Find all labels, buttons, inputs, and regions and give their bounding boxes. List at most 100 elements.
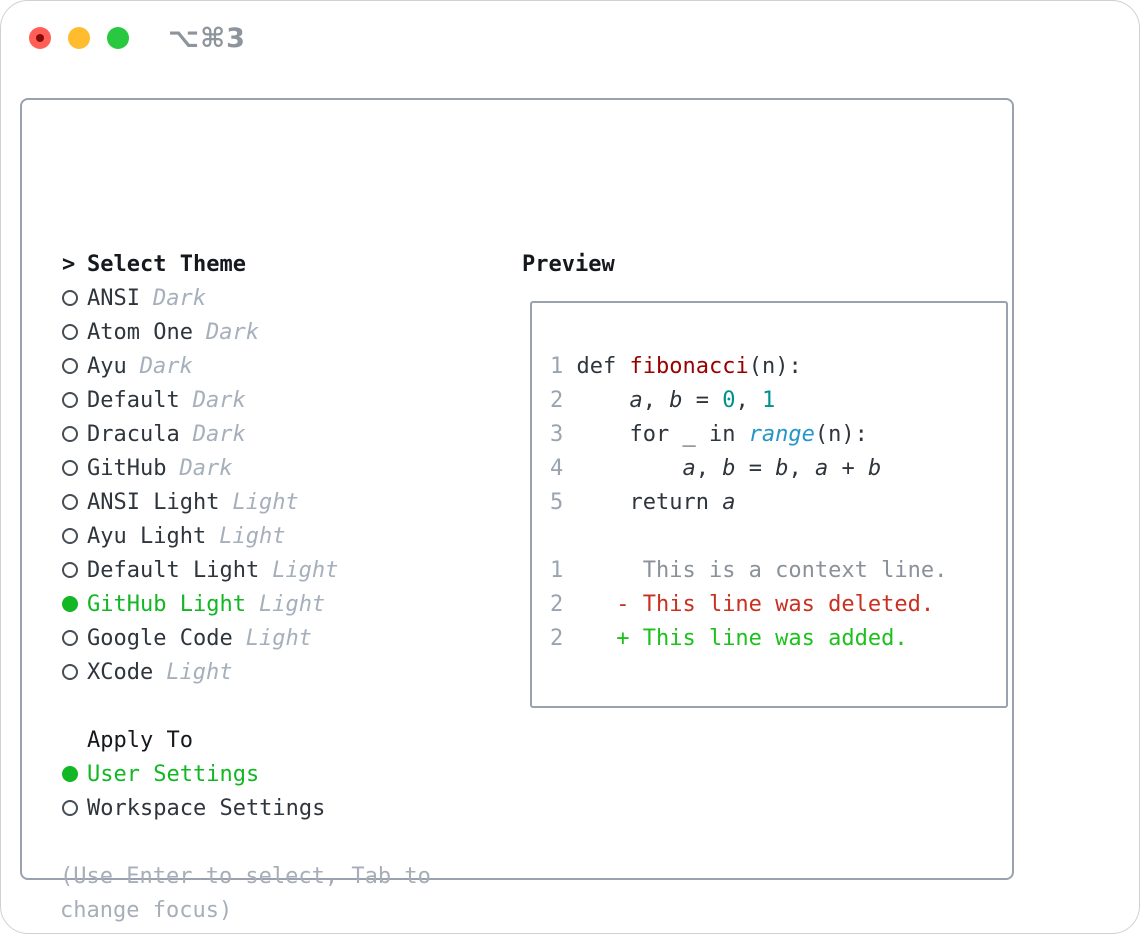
select-theme-header: >Select Theme bbox=[62, 248, 338, 282]
theme-option[interactable]: Google Code Light bbox=[62, 622, 338, 656]
code-segment: 2 bbox=[550, 592, 564, 617]
theme-variant: Light bbox=[258, 592, 326, 617]
code-segment: = bbox=[682, 388, 723, 413]
code-segment: 1 bbox=[761, 388, 776, 413]
code-segment: fibonacci bbox=[629, 354, 749, 379]
close-button[interactable] bbox=[29, 27, 51, 49]
radio-icon bbox=[62, 290, 78, 306]
radio-column bbox=[62, 554, 87, 588]
code-segment: 3 bbox=[550, 422, 564, 447]
code-segment: = bbox=[735, 456, 776, 481]
apply-to-heading: Apply To bbox=[87, 728, 193, 753]
code-segment: b bbox=[775, 456, 789, 481]
code-segment: (n): bbox=[748, 354, 802, 379]
radio-icon bbox=[62, 426, 78, 442]
hint-line: (Use Enter to select, Tab to bbox=[60, 864, 431, 889]
radio-column bbox=[62, 350, 87, 384]
radio-icon bbox=[62, 562, 78, 578]
code-segment: 0 bbox=[722, 388, 736, 413]
theme-option[interactable]: GitHub Dark bbox=[62, 452, 338, 486]
hint-text: (Use Enter to select, Tab to change focu… bbox=[60, 860, 431, 928]
code-segment: a bbox=[629, 388, 643, 413]
code-line: 2 - This line was deleted. bbox=[550, 588, 947, 622]
radio-icon bbox=[62, 494, 78, 510]
apply-option[interactable]: Workspace Settings bbox=[62, 792, 325, 826]
theme-variant: Light bbox=[219, 524, 286, 549]
theme-variant: Light bbox=[166, 660, 233, 685]
apply-option[interactable]: User Settings bbox=[62, 758, 325, 792]
radio-column bbox=[62, 418, 87, 452]
code-segment: def bbox=[563, 354, 630, 379]
code-segment: 2 bbox=[550, 626, 564, 651]
theme-name: XCode bbox=[87, 660, 154, 685]
theme-name: Default Light bbox=[87, 558, 260, 583]
radio-column bbox=[62, 792, 87, 826]
code-segment: (n): bbox=[814, 422, 868, 447]
code-segment: b bbox=[669, 388, 683, 413]
code-segment: b bbox=[867, 456, 882, 481]
theme-name: Google Code bbox=[87, 626, 233, 651]
theme-option[interactable]: Ayu Light Light bbox=[62, 520, 338, 554]
code-segment: return bbox=[563, 490, 723, 515]
code-line bbox=[550, 520, 947, 554]
code-segment: 5 bbox=[550, 490, 564, 515]
theme-name: Ayu Light bbox=[87, 524, 207, 549]
apply-option-label: User Settings bbox=[87, 762, 260, 787]
radio-icon bbox=[62, 800, 78, 816]
radio-column bbox=[62, 282, 87, 316]
radio-icon bbox=[62, 630, 78, 646]
theme-variant: Light bbox=[272, 558, 339, 583]
code-segment: This is a context line. bbox=[563, 558, 948, 583]
radio-column bbox=[62, 316, 87, 350]
radio-icon bbox=[62, 460, 78, 476]
radio-selected-icon bbox=[62, 766, 78, 782]
theme-variant: Light bbox=[245, 626, 312, 651]
minimize-button[interactable] bbox=[68, 27, 90, 49]
radio-column bbox=[62, 622, 87, 656]
radio-column bbox=[62, 656, 87, 690]
theme-name: Default bbox=[87, 388, 180, 413]
radio-column bbox=[62, 452, 87, 486]
code-segment: 1 bbox=[550, 354, 564, 379]
theme-variant: Dark bbox=[179, 456, 233, 481]
code-segment: , bbox=[735, 388, 762, 413]
theme-variant: Light bbox=[232, 490, 299, 515]
code-segment: a bbox=[814, 456, 829, 481]
theme-name: GitHub bbox=[87, 456, 167, 481]
radio-icon bbox=[62, 528, 78, 544]
theme-name: GitHub Light bbox=[87, 592, 246, 617]
theme-option[interactable]: GitHub Light Light bbox=[62, 588, 338, 622]
theme-option[interactable]: Default Light Light bbox=[62, 554, 338, 588]
radio-column bbox=[62, 758, 87, 792]
code-segment bbox=[563, 388, 629, 413]
traffic-lights bbox=[29, 27, 129, 49]
code-line: 1 def fibonacci(n): bbox=[550, 350, 947, 384]
prompt-cursor-icon: > bbox=[62, 252, 76, 277]
code-segment: - This line was deleted. bbox=[563, 592, 935, 617]
code-segment: for _ in bbox=[563, 422, 749, 447]
zoom-button[interactable] bbox=[107, 27, 129, 49]
code-line: 5 return a bbox=[550, 486, 947, 520]
theme-option[interactable]: XCode Light bbox=[62, 656, 338, 690]
radio-icon bbox=[62, 324, 78, 340]
theme-name: ANSI bbox=[87, 286, 140, 311]
code-segment: b bbox=[722, 456, 736, 481]
radio-selected-icon bbox=[62, 596, 78, 612]
theme-variant: Dark bbox=[205, 320, 259, 345]
apply-option-label: Workspace Settings bbox=[87, 796, 326, 821]
radio-icon bbox=[62, 358, 78, 374]
code-segment: + bbox=[828, 456, 868, 481]
preview-heading: Preview bbox=[522, 252, 615, 277]
hint-line: change focus) bbox=[60, 898, 233, 923]
